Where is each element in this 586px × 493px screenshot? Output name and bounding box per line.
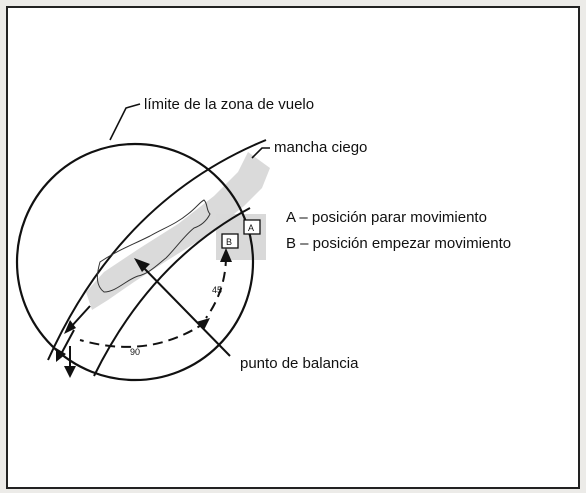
move-arrow-1 <box>69 305 91 329</box>
flight-zone-circle <box>15 142 255 382</box>
move-arrow-2-head <box>56 348 66 362</box>
arc-45 <box>205 255 227 319</box>
diagram-panel <box>6 6 580 489</box>
marker-a-box <box>243 219 261 235</box>
arc-90-arrowhead <box>196 318 210 330</box>
move-arrow-1-head <box>64 320 76 334</box>
balance-point-label: punto de balancia <box>240 355 359 372</box>
arc-90 <box>79 321 207 348</box>
move-arrow-2 <box>59 329 75 357</box>
position-b-label: B – posición empezar movimiento <box>286 235 511 252</box>
blind-spot-leader <box>251 147 270 159</box>
balance-point-arrow <box>137 261 231 357</box>
balance-point-arrowhead <box>134 258 150 272</box>
flight-zone-leader <box>109 103 141 141</box>
marker-a-letter: A <box>248 223 254 233</box>
angle-90-label: 90 <box>130 347 140 357</box>
track-line-outer <box>47 139 267 361</box>
marker-b-letter: B <box>226 237 232 247</box>
blind-spot-shape <box>86 152 270 310</box>
marker-b-box <box>221 233 239 249</box>
animal-outline <box>96 199 211 293</box>
flight-zone-limit-label: límite de la zona de vuelo <box>144 96 314 113</box>
angle-45-label: 45 <box>212 285 222 295</box>
blind-spot-label: mancha ciego <box>274 139 367 156</box>
position-a-label: A – posición parar movimiento <box>286 209 487 226</box>
move-arrow-3-head <box>64 366 76 378</box>
track-line-inner <box>93 207 251 377</box>
arc-45-arrowhead <box>220 248 232 262</box>
